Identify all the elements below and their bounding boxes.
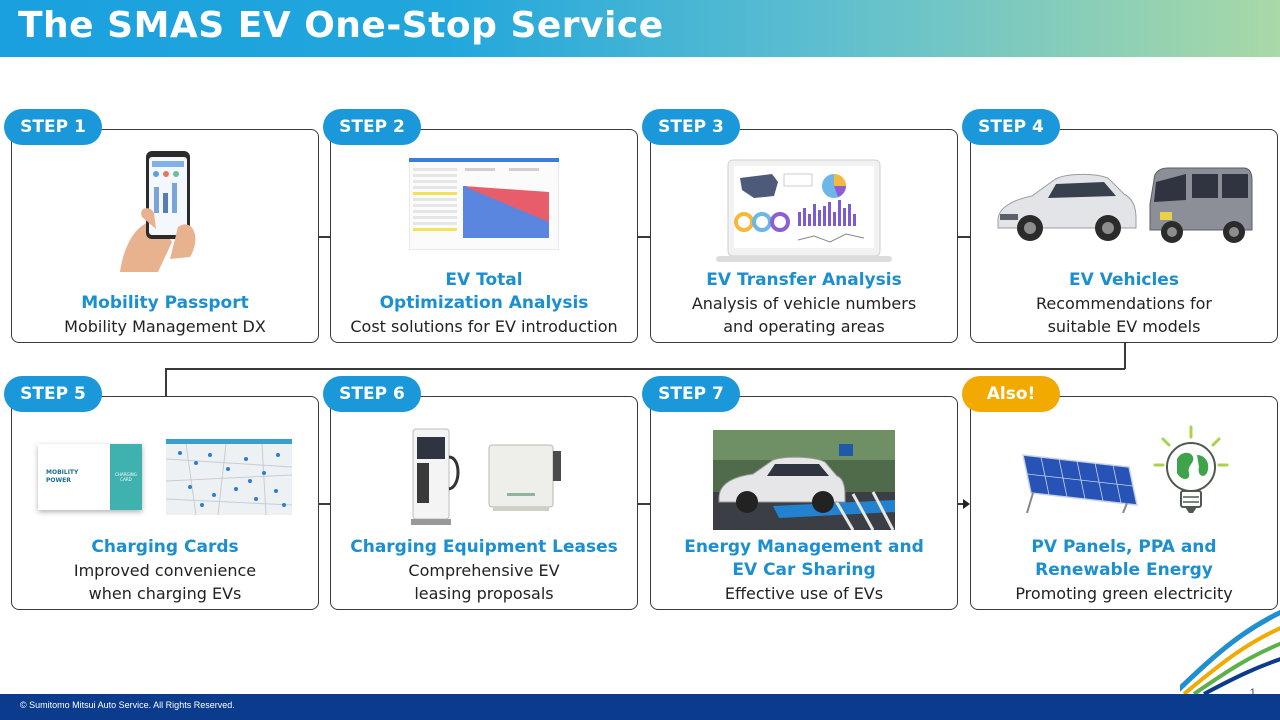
connector-4-down bbox=[1124, 343, 1126, 369]
step-6-title: Charging Equipment Leases bbox=[350, 537, 618, 557]
step-2-desc: Cost solutions for EV introduction bbox=[350, 317, 618, 336]
step-7-title-line2: EV Car Sharing bbox=[732, 560, 876, 580]
step-1-badge: STEP 1 bbox=[4, 109, 102, 145]
connector-2-3 bbox=[638, 236, 650, 238]
step-1-card: Mobility Passport Mobility Management DX bbox=[11, 129, 319, 343]
title-bar: The SMAS EV One-Stop Service bbox=[0, 0, 1280, 57]
charging-card-line1: MOBILITY bbox=[46, 469, 79, 476]
also-card: PV Panels, PPA and Renewable Energy Prom… bbox=[970, 396, 1278, 610]
step-6-desc: Comprehensive EV bbox=[408, 561, 560, 580]
solar-panel-icon bbox=[1022, 454, 1138, 513]
step-5-image: MOBILITY POWER CHARGING CARD bbox=[12, 427, 318, 527]
step-2-card: EV Total Optimization Analysis Cost solu… bbox=[330, 129, 638, 343]
step-4-desc: Recommendations for bbox=[1035, 294, 1212, 313]
step-3-desc-line2: and operating areas bbox=[723, 317, 885, 336]
connector-6-7 bbox=[638, 503, 650, 505]
step-7-badge: STEP 7 bbox=[642, 376, 740, 412]
step-7-desc: Effective use of EVs bbox=[724, 584, 884, 603]
step-3-desc: Analysis of vehicle numbers bbox=[691, 294, 917, 313]
connector-row-return bbox=[165, 368, 1125, 370]
page-number: 1 bbox=[1249, 686, 1256, 700]
step-2-title: EV Total bbox=[445, 270, 523, 290]
step-2-image bbox=[331, 154, 637, 254]
step-4-title: EV Vehicles bbox=[1069, 270, 1179, 290]
charging-card-side: CHARGING CARD bbox=[115, 472, 137, 482]
connector-to-5 bbox=[165, 368, 167, 396]
step-5-desc: Improved convenience bbox=[73, 561, 257, 580]
step-6-card: Charging Equipment Leases Comprehensive … bbox=[330, 396, 638, 610]
arrow-head-icon bbox=[963, 499, 970, 509]
also-title-line2: Renewable Energy bbox=[1035, 560, 1213, 580]
footer-bar: © Sumitomo Mitsui Auto Service. All Righ… bbox=[0, 694, 1280, 720]
step-3-badge: STEP 3 bbox=[642, 109, 740, 145]
step-2-title-line2: Optimization Analysis bbox=[379, 293, 589, 313]
step-4-desc-line2: suitable EV models bbox=[1047, 317, 1201, 336]
connector-1-2 bbox=[318, 236, 330, 238]
copyright-text: © Sumitomo Mitsui Auto Service. All Righ… bbox=[20, 700, 235, 710]
ev-van-icon bbox=[1149, 167, 1253, 243]
charging-map-icon bbox=[166, 439, 292, 515]
step-5-title: Charging Cards bbox=[91, 537, 239, 557]
connector-5-6 bbox=[318, 503, 330, 505]
charging-card-image: MOBILITY POWER CHARGING CARD bbox=[38, 444, 142, 510]
step-6-image bbox=[331, 423, 637, 531]
also-title: PV Panels, PPA and bbox=[1031, 537, 1217, 557]
connector-3-4 bbox=[957, 236, 970, 238]
step-5-card: MOBILITY POWER CHARGING CARD Charging Ca… bbox=[11, 396, 319, 610]
connector-7-also bbox=[957, 503, 965, 505]
ev-hatchback-icon bbox=[997, 173, 1137, 241]
step-1-image bbox=[12, 144, 318, 274]
car-sharing-photo-icon bbox=[713, 430, 895, 530]
analysis-chart-icon bbox=[409, 158, 559, 250]
step-4-image bbox=[971, 150, 1277, 260]
step-4-badge: STEP 4 bbox=[962, 109, 1060, 145]
step-6-desc-line2: leasing proposals bbox=[414, 584, 554, 603]
also-image bbox=[971, 421, 1277, 525]
step-3-title: EV Transfer Analysis bbox=[706, 270, 902, 290]
smartphone-icon bbox=[120, 150, 196, 272]
step-2-badge: STEP 2 bbox=[323, 109, 421, 145]
step-7-card: Energy Management and EV Car Sharing Eff… bbox=[650, 396, 958, 610]
step-1-desc: Mobility Management DX bbox=[64, 317, 266, 336]
step-7-title: Energy Management and bbox=[684, 537, 924, 557]
step-1-title: Mobility Passport bbox=[81, 293, 249, 313]
charging-card-line2: POWER bbox=[46, 477, 71, 484]
page-title: The SMAS EV One-Stop Service bbox=[18, 5, 664, 46]
step-6-badge: STEP 6 bbox=[323, 376, 421, 412]
step-5-desc-line2: when charging EVs bbox=[88, 584, 242, 603]
step-3-image bbox=[651, 156, 957, 266]
laptop-dashboard-icon bbox=[716, 159, 892, 262]
battery-storage-icon bbox=[488, 444, 561, 511]
step-7-image bbox=[651, 427, 957, 533]
step-3-card: EV Transfer Analysis Analysis of vehicle… bbox=[650, 129, 958, 343]
decorative-stripes bbox=[1180, 609, 1280, 694]
step-4-card: EV Vehicles Recommendations for suitable… bbox=[970, 129, 1278, 343]
also-badge: Also! bbox=[962, 376, 1060, 412]
also-desc: Promoting green electricity bbox=[1015, 584, 1233, 603]
step-5-badge: STEP 5 bbox=[4, 376, 102, 412]
ev-charger-icon bbox=[411, 428, 460, 525]
eco-lightbulb-icon bbox=[1153, 425, 1229, 513]
